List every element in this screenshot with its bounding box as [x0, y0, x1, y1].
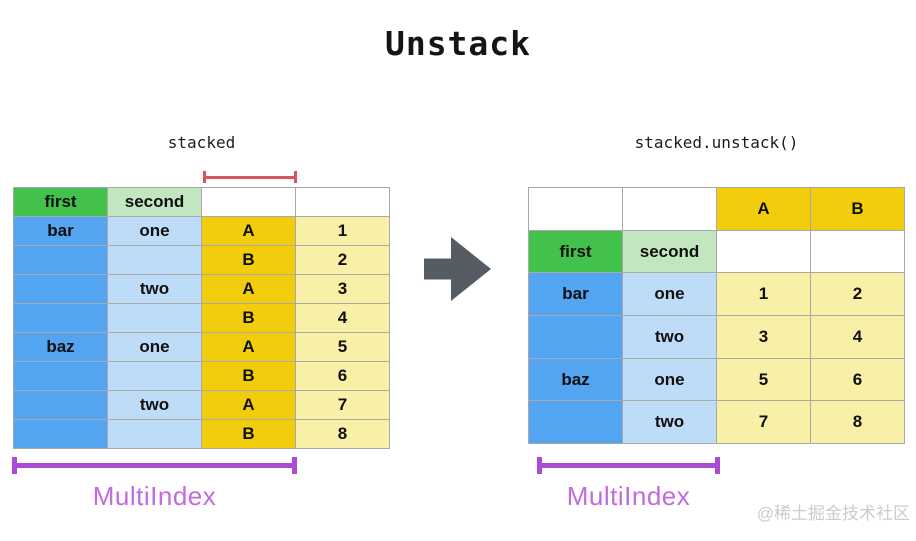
table-cell — [13, 419, 108, 449]
right-arrow-icon — [424, 237, 491, 301]
table-cell — [13, 303, 108, 333]
table-cell: one — [107, 332, 202, 362]
table-cell: 3 — [295, 274, 390, 304]
table-cell: second — [622, 229, 717, 274]
table-cell — [201, 187, 296, 217]
table-cell: first — [13, 187, 108, 217]
table-cell — [810, 229, 905, 274]
table-cell — [13, 361, 108, 391]
table-cell: bar — [528, 272, 623, 317]
table-cell: two — [107, 274, 202, 304]
table-cell — [295, 187, 390, 217]
table-cell: 8 — [810, 400, 905, 445]
table-cell: baz — [528, 357, 623, 402]
multiindex-label-right: MultiIndex — [566, 481, 691, 511]
table-cell: 1 — [716, 272, 811, 317]
table-cell: two — [622, 315, 717, 359]
table-cell: 5 — [295, 332, 390, 362]
table-cell: A — [201, 274, 296, 304]
table-cell — [107, 361, 202, 391]
table-cell — [622, 187, 717, 231]
table-cell: one — [622, 272, 717, 317]
table-cell — [13, 390, 108, 420]
table-cell: 6 — [810, 357, 905, 402]
table-cell: one — [107, 216, 202, 246]
page-title: Unstack — [384, 24, 532, 63]
table-cell: second — [107, 187, 202, 217]
table-cell — [528, 187, 623, 231]
table-cell: 7 — [295, 390, 390, 420]
table-cell: 4 — [810, 315, 905, 359]
watermark: @稀土掘金技术社区 — [756, 504, 910, 523]
table-cell: A — [201, 390, 296, 420]
table-cell: 5 — [716, 357, 811, 402]
table-cell: B — [201, 419, 296, 449]
table-cell: A — [201, 216, 296, 246]
table-cell — [13, 245, 108, 275]
multiindex-bracket-left — [12, 457, 297, 474]
table-cell: A — [716, 187, 811, 231]
table-cell — [716, 229, 811, 274]
multiindex-label-left: MultiIndex — [92, 481, 217, 511]
table-cell: 8 — [295, 419, 390, 449]
table-cell: baz — [13, 332, 108, 362]
table-cell: 2 — [810, 272, 905, 317]
table-cell: 2 — [295, 245, 390, 275]
unstacked-column-span-bracket — [203, 171, 297, 183]
table-cell: 7 — [716, 400, 811, 445]
table-cell — [528, 315, 623, 359]
table-cell: two — [622, 400, 717, 445]
table-cell: 1 — [295, 216, 390, 246]
table-cell — [107, 245, 202, 275]
table-cell: B — [201, 303, 296, 333]
unstack-caption: stacked.unstack() — [634, 133, 799, 152]
table-cell: B — [201, 245, 296, 275]
multiindex-bracket-right — [537, 457, 720, 474]
table-cell: B — [201, 361, 296, 391]
table-cell: 3 — [716, 315, 811, 359]
table-cell: bar — [13, 216, 108, 246]
table-cell — [107, 303, 202, 333]
table-cell: B — [810, 187, 905, 231]
stacked-caption: stacked — [167, 133, 236, 152]
table-cell: 4 — [295, 303, 390, 333]
table-cell — [107, 419, 202, 449]
table-cell: 6 — [295, 361, 390, 391]
table-cell: A — [201, 332, 296, 362]
table-cell: two — [107, 390, 202, 420]
table-cell — [13, 274, 108, 304]
table-cell: first — [528, 229, 623, 274]
table-cell: one — [622, 357, 717, 402]
table-cell — [528, 400, 623, 445]
